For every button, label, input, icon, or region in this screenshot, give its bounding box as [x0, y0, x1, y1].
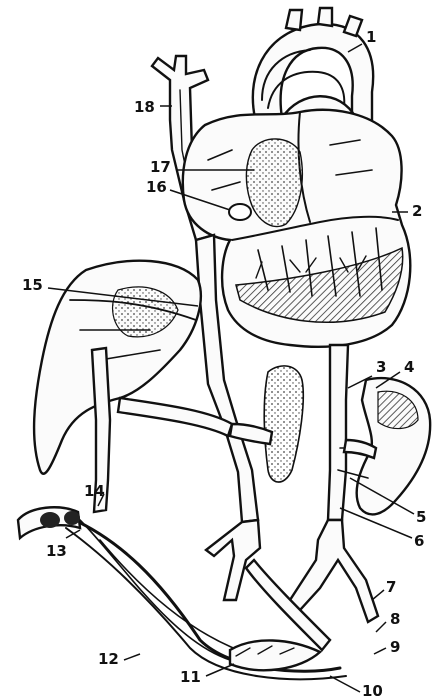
label-11: 11 [180, 668, 201, 686]
label-16: 16 [146, 178, 167, 196]
label-8: 8 [390, 610, 400, 628]
label-13: 13 [46, 542, 67, 560]
label-10: 10 [362, 682, 383, 699]
label-14: 14 [84, 482, 105, 500]
central-organ [264, 366, 303, 482]
iliac-vessels [206, 520, 378, 650]
label-9: 9 [390, 638, 400, 656]
label-6: 6 [414, 532, 424, 550]
label-4: 4 [404, 358, 414, 376]
label-18: 18 [134, 98, 155, 116]
label-3: 3 [376, 358, 386, 376]
label-17: 17 [150, 158, 171, 176]
label-7: 7 [386, 578, 396, 596]
label-15: 15 [22, 276, 43, 294]
label-1: 1 [366, 28, 376, 46]
label-2: 2 [412, 202, 422, 220]
liver [34, 261, 201, 474]
label-12: 12 [98, 650, 119, 668]
label-5: 5 [416, 508, 426, 526]
